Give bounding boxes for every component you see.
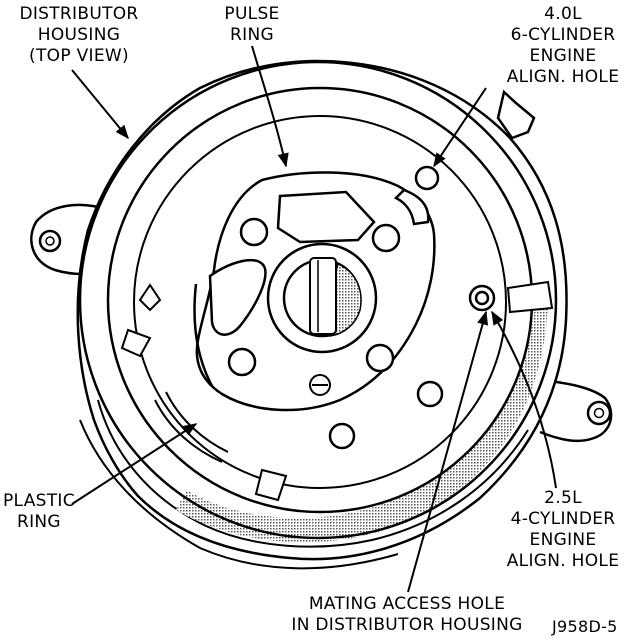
pulse-ring-window-left bbox=[208, 258, 267, 336]
shaded-housing-rim bbox=[176, 300, 548, 543]
label-line: ALIGN. HOLE bbox=[506, 551, 620, 571]
housing-notches bbox=[120, 280, 554, 502]
label-line: 4.0L bbox=[544, 4, 582, 24]
pulse-ring-holes bbox=[227, 165, 444, 450]
housing-top-tab bbox=[496, 89, 536, 140]
label-distributor-housing: DISTRIBUTOR HOUSING (TOP VIEW) bbox=[4, 4, 154, 67]
leader-40l bbox=[433, 87, 487, 168]
pulse-hole-5 bbox=[328, 422, 356, 450]
label-line: DISTRIBUTOR bbox=[19, 4, 139, 24]
pulse-hole-1 bbox=[239, 217, 269, 247]
pulse-hole-6 bbox=[416, 380, 444, 408]
pulse-hole-4 bbox=[365, 343, 395, 373]
label-pulse-ring: PULSE RING bbox=[210, 4, 294, 46]
label-plastic-ring: PLASTIC RING bbox=[3, 491, 75, 533]
leader-lines bbox=[71, 45, 557, 593]
label-line: ALIGN. HOLE bbox=[506, 67, 620, 87]
pulse-ring-window-top bbox=[276, 190, 376, 244]
pulse-ring-arc-slot bbox=[193, 283, 214, 387]
label-line: HOUSING bbox=[37, 25, 121, 45]
housing-mounting-ear-right bbox=[539, 378, 613, 443]
center-shaft bbox=[266, 242, 378, 354]
label-line: RING bbox=[16, 512, 61, 532]
align-hole-25l bbox=[468, 284, 496, 312]
label-line: ENGINE bbox=[529, 46, 597, 66]
pulse-hole-2 bbox=[371, 223, 401, 253]
align-hole-40l bbox=[414, 165, 440, 191]
label-line: ENGINE bbox=[529, 530, 597, 550]
label-line: PULSE bbox=[224, 4, 280, 24]
pulse-ring-tab bbox=[393, 188, 430, 226]
label-40l-align-hole: 4.0L 6-CYLINDER ENGINE ALIGN. HOLE bbox=[488, 4, 638, 88]
label-line: 6-CYLINDER bbox=[510, 25, 616, 45]
label-line: 2.5L bbox=[544, 488, 582, 508]
label-line: PLASTIC bbox=[3, 491, 75, 511]
retaining-screw bbox=[309, 374, 331, 396]
label-25l-align-hole: 2.5L 4-CYLINDER ENGINE ALIGN. HOLE bbox=[488, 488, 638, 572]
label-line: IN DISTRIBUTOR HOUSING bbox=[291, 615, 523, 635]
figure-code: J958D-5 bbox=[552, 617, 618, 636]
leader-housing bbox=[71, 69, 129, 140]
label-line: 4-CYLINDER bbox=[510, 509, 616, 529]
leader-pulse bbox=[251, 45, 289, 168]
label-line: RING bbox=[230, 25, 274, 45]
leader-25l bbox=[491, 310, 557, 489]
leader-mating bbox=[407, 310, 489, 593]
label-mating-access-hole: MATING ACCESS HOLE IN DISTRIBUTOR HOUSIN… bbox=[252, 594, 562, 636]
pulse-hole-3 bbox=[227, 347, 257, 377]
label-line: (TOP VIEW) bbox=[29, 46, 129, 66]
leader-plastic bbox=[71, 423, 198, 505]
skirt-lower-edge bbox=[79, 419, 399, 570]
label-line: MATING ACCESS HOLE bbox=[308, 594, 506, 614]
